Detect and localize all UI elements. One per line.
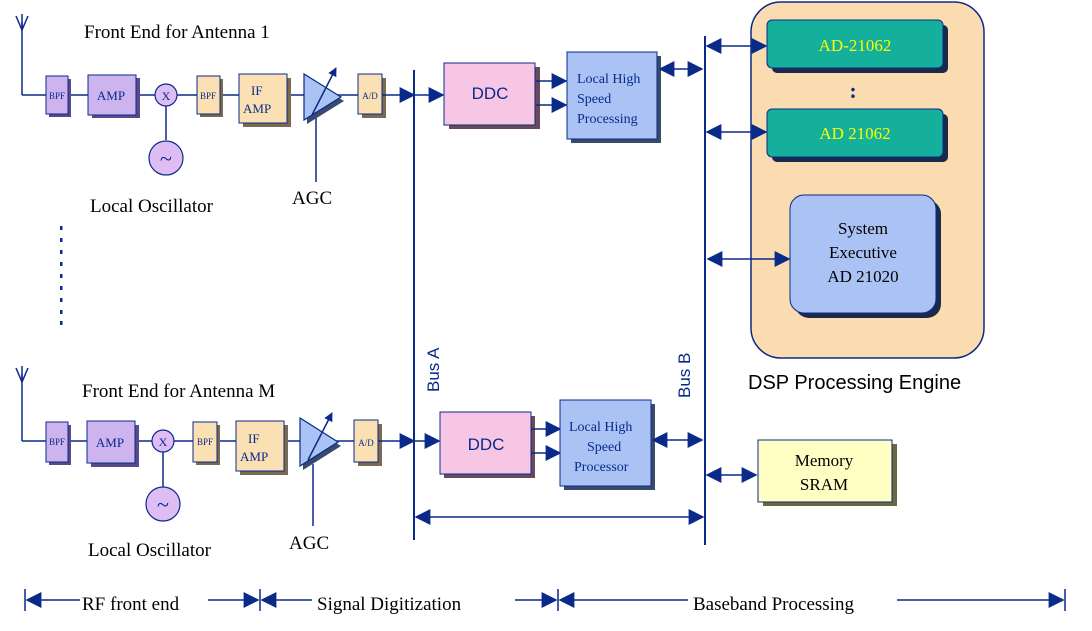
oscillator-1-symbol: ~ [160,146,172,171]
agc-amplifier-1 [303,72,343,122]
section-rf-label: RF front end [82,594,180,615]
if-amp-1-label-bottom: AMP [243,101,271,116]
ad-converter-1 [357,73,383,115]
bus-b-label: Bus B [675,353,694,398]
bpf-mb [192,421,218,463]
local-processor-m-line1: Local High [569,420,632,435]
dsp-chip-1 [766,19,944,69]
oscillator-m-symbol: ~ [157,492,169,517]
agc-1-label: AGC [292,188,332,209]
bpf-1b [196,75,221,115]
bpf-1b-label: BPF [200,91,216,101]
bpf-mb-label: BPF [197,437,213,447]
dsp-chip-2-label: AD 21062 [819,124,890,143]
local-processor-m-line2: Speed [587,440,621,455]
if-amp-m [235,420,285,472]
front-end-m-label: Front End for Antenna M [82,381,275,402]
dsp-engine: AD-21062 : AD 21062 System Executive AD … [705,19,948,318]
memory-sram [757,439,893,503]
bus-b: Bus B [675,36,706,545]
if-amp-1-label-top: IF [251,83,263,98]
system-executive-line2: Executive [829,243,897,262]
bus-a-label: Bus A [424,347,443,392]
agc-m-label: AGC [289,533,329,554]
local-processor-1-line2: Speed [577,92,611,107]
dsp-chip-1-label: AD-21062 [819,36,892,55]
bus-a: Bus A [413,70,443,540]
dsp-engine-label: DSP Processing Engine [748,372,961,394]
if-amp-1 [238,73,288,124]
local-oscillator-1-label: Local Oscillator [90,196,214,217]
antenna-m-chain: Front End for Antenna M BPF AMP X ~ Loca… [15,366,704,561]
antenna-1-icon [15,14,29,95]
antenna-ellipsis [60,226,63,325]
if-amp-m-label-bottom: AMP [240,449,268,464]
bpf-1a [45,75,69,115]
system-executive [789,194,937,314]
if-amp-m-label-top: IF [248,431,260,446]
agc-amplifier-m [299,416,340,468]
ddc-m [439,411,532,475]
bpf-1a-label: BPF [49,91,65,101]
local-processor-m [559,399,652,487]
local-processor-m-line3: Processor [574,460,629,475]
antenna-1-chain: Front End for Antenna 1 BPF AMP X ~ Loca… [15,14,704,217]
oscillator-m [145,486,181,522]
dsp-chip-2 [766,108,944,158]
amp-m-label: AMP [96,435,124,450]
local-processor-1-line3: Processing [577,112,638,127]
system-executive-line1: System [838,219,888,238]
local-processor-1 [566,51,658,140]
amp-1-label: AMP [97,88,125,103]
mixer-m-label: X [159,435,168,449]
ad-converter-1-label: A/D [362,91,378,101]
system-executive-line3: AD 21020 [827,267,898,286]
section-baseband-label: Baseband Processing [693,594,854,615]
antenna-m-icon [15,366,29,441]
section-digitization-label: Signal Digitization [317,594,462,615]
oscillator-1 [148,140,184,176]
ddc-1-label: DDC [472,84,509,103]
ad-converter-m-label: A/D [358,438,374,448]
front-end-1-label: Front End for Antenna 1 [84,22,270,43]
amp-m [86,420,136,464]
mixer-1-label: X [162,89,171,103]
ddc-1 [443,62,536,126]
section-ruler [24,589,1066,611]
local-oscillator-m-label: Local Oscillator [88,540,212,561]
bpf-ma [45,421,69,463]
memory-sram-line2: SRAM [800,475,848,494]
bpf-ma-label: BPF [49,437,65,447]
amp-1 [87,74,137,116]
ddc-m-label: DDC [468,435,505,454]
local-processor-1-line1: Local High [577,72,640,87]
ad-converter-m [353,419,379,463]
dsp-chip-ellipsis: : [849,78,856,103]
memory-sram-line1: Memory [795,451,854,470]
